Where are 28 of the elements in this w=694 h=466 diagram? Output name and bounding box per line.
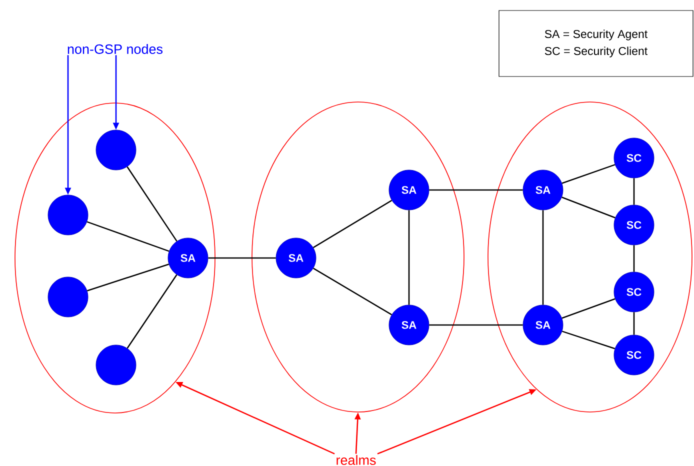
link-line xyxy=(429,189,523,191)
node-circle xyxy=(48,194,88,236)
realm-ellipse xyxy=(252,102,464,412)
link-line xyxy=(126,274,178,349)
link-line xyxy=(562,164,616,184)
link-line xyxy=(86,221,170,252)
realm-ellipse xyxy=(14,102,216,414)
realm-ellipse xyxy=(488,102,692,412)
link-line xyxy=(633,245,635,272)
node-circle xyxy=(48,276,88,318)
link-line xyxy=(633,312,635,335)
link-line xyxy=(562,196,616,218)
link-line xyxy=(312,200,392,248)
link-line xyxy=(313,268,392,316)
link-line xyxy=(126,166,178,242)
link-line xyxy=(562,330,616,350)
link-line xyxy=(542,210,544,305)
link-line xyxy=(562,298,616,319)
link-line xyxy=(87,264,169,292)
callout-label: realms xyxy=(336,455,376,465)
callout-label: non-GSP nodes xyxy=(68,44,163,54)
node-circle xyxy=(96,344,136,386)
link-line xyxy=(429,324,523,326)
link-line xyxy=(633,178,635,205)
key-box: SA = Security Agent SC = Security Client xyxy=(498,10,694,77)
link-line xyxy=(208,257,276,259)
node-circle xyxy=(96,130,136,170)
link-line xyxy=(408,210,410,305)
